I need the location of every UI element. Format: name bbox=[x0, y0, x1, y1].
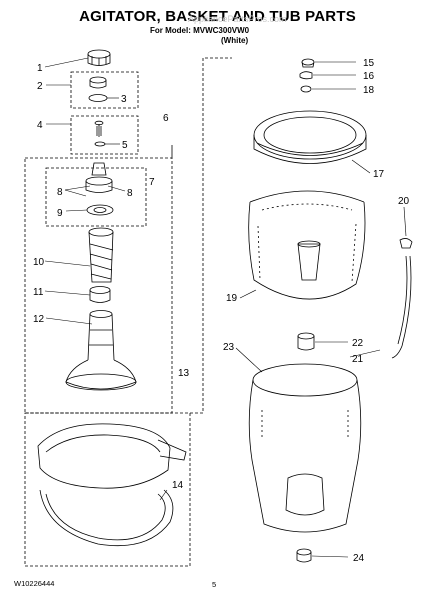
callout-18: 18 bbox=[363, 85, 375, 96]
callout-8a: 8 bbox=[57, 187, 63, 198]
callout-20: 20 bbox=[398, 196, 410, 207]
callout-9: 9 bbox=[57, 208, 63, 219]
drain-hose-part bbox=[391, 238, 413, 359]
bearing-part bbox=[89, 286, 111, 303]
agitator-top-part bbox=[85, 162, 114, 216]
callout-13: 13 bbox=[178, 368, 190, 379]
basket-part bbox=[248, 190, 366, 300]
watermark-text: AppliancePartsPros.com bbox=[188, 14, 287, 24]
coupling-part bbox=[297, 332, 315, 351]
callout-3: 3 bbox=[121, 94, 127, 105]
nut-part bbox=[296, 548, 312, 563]
callout-16: 16 bbox=[363, 71, 375, 82]
model-subtitle: For Model: MVWC300VW0 bbox=[150, 26, 250, 35]
tub-ring-part bbox=[253, 110, 367, 164]
page-title: AGITATOR, BASKET AND TUB PARTS bbox=[79, 8, 356, 25]
callout-7: 7 bbox=[149, 177, 155, 188]
bolt-part bbox=[94, 120, 106, 147]
group-box-cap bbox=[45, 167, 147, 227]
agitator-base-part bbox=[65, 310, 137, 391]
group-connector bbox=[190, 57, 232, 414]
document-number: W10226444 bbox=[14, 579, 55, 588]
callout-10: 10 bbox=[33, 257, 45, 268]
callout-17: 17 bbox=[373, 169, 385, 180]
group-box-agitator bbox=[24, 157, 173, 414]
outer-tub-part bbox=[248, 363, 362, 533]
callout-15: 15 bbox=[363, 58, 375, 69]
callout-4: 4 bbox=[37, 120, 43, 131]
callout-8b: 8 bbox=[127, 188, 133, 199]
page-number: 5 bbox=[212, 580, 217, 589]
callout-19: 19 bbox=[226, 293, 238, 304]
agitator-cap-part bbox=[87, 49, 111, 66]
callout-21: 21 bbox=[352, 354, 364, 365]
group-box-bolt bbox=[70, 115, 139, 155]
group-box-ring bbox=[24, 412, 191, 567]
callout-2: 2 bbox=[37, 81, 43, 92]
callout-14: 14 bbox=[172, 480, 184, 491]
color-subtitle: (White) bbox=[221, 36, 249, 45]
callout-5: 5 bbox=[122, 140, 128, 151]
callout-12: 12 bbox=[33, 314, 45, 325]
callout-22: 22 bbox=[352, 338, 364, 349]
callout-24: 24 bbox=[353, 553, 365, 564]
callout-6: 6 bbox=[163, 113, 169, 124]
group-box-seal bbox=[70, 71, 139, 109]
leader-lines bbox=[44, 57, 407, 558]
balance-ring-part bbox=[37, 423, 187, 547]
hub-hardware-part bbox=[299, 58, 315, 93]
callout-1: 1 bbox=[37, 63, 43, 74]
auger-part bbox=[88, 227, 114, 283]
seal-part bbox=[88, 76, 108, 102]
callout-11: 11 bbox=[33, 287, 44, 298]
callout-numbers: 1 2 3 4 5 6 7 8 8 9 10 11 12 13 14 15 16… bbox=[33, 58, 410, 564]
callout-23: 23 bbox=[223, 342, 235, 353]
